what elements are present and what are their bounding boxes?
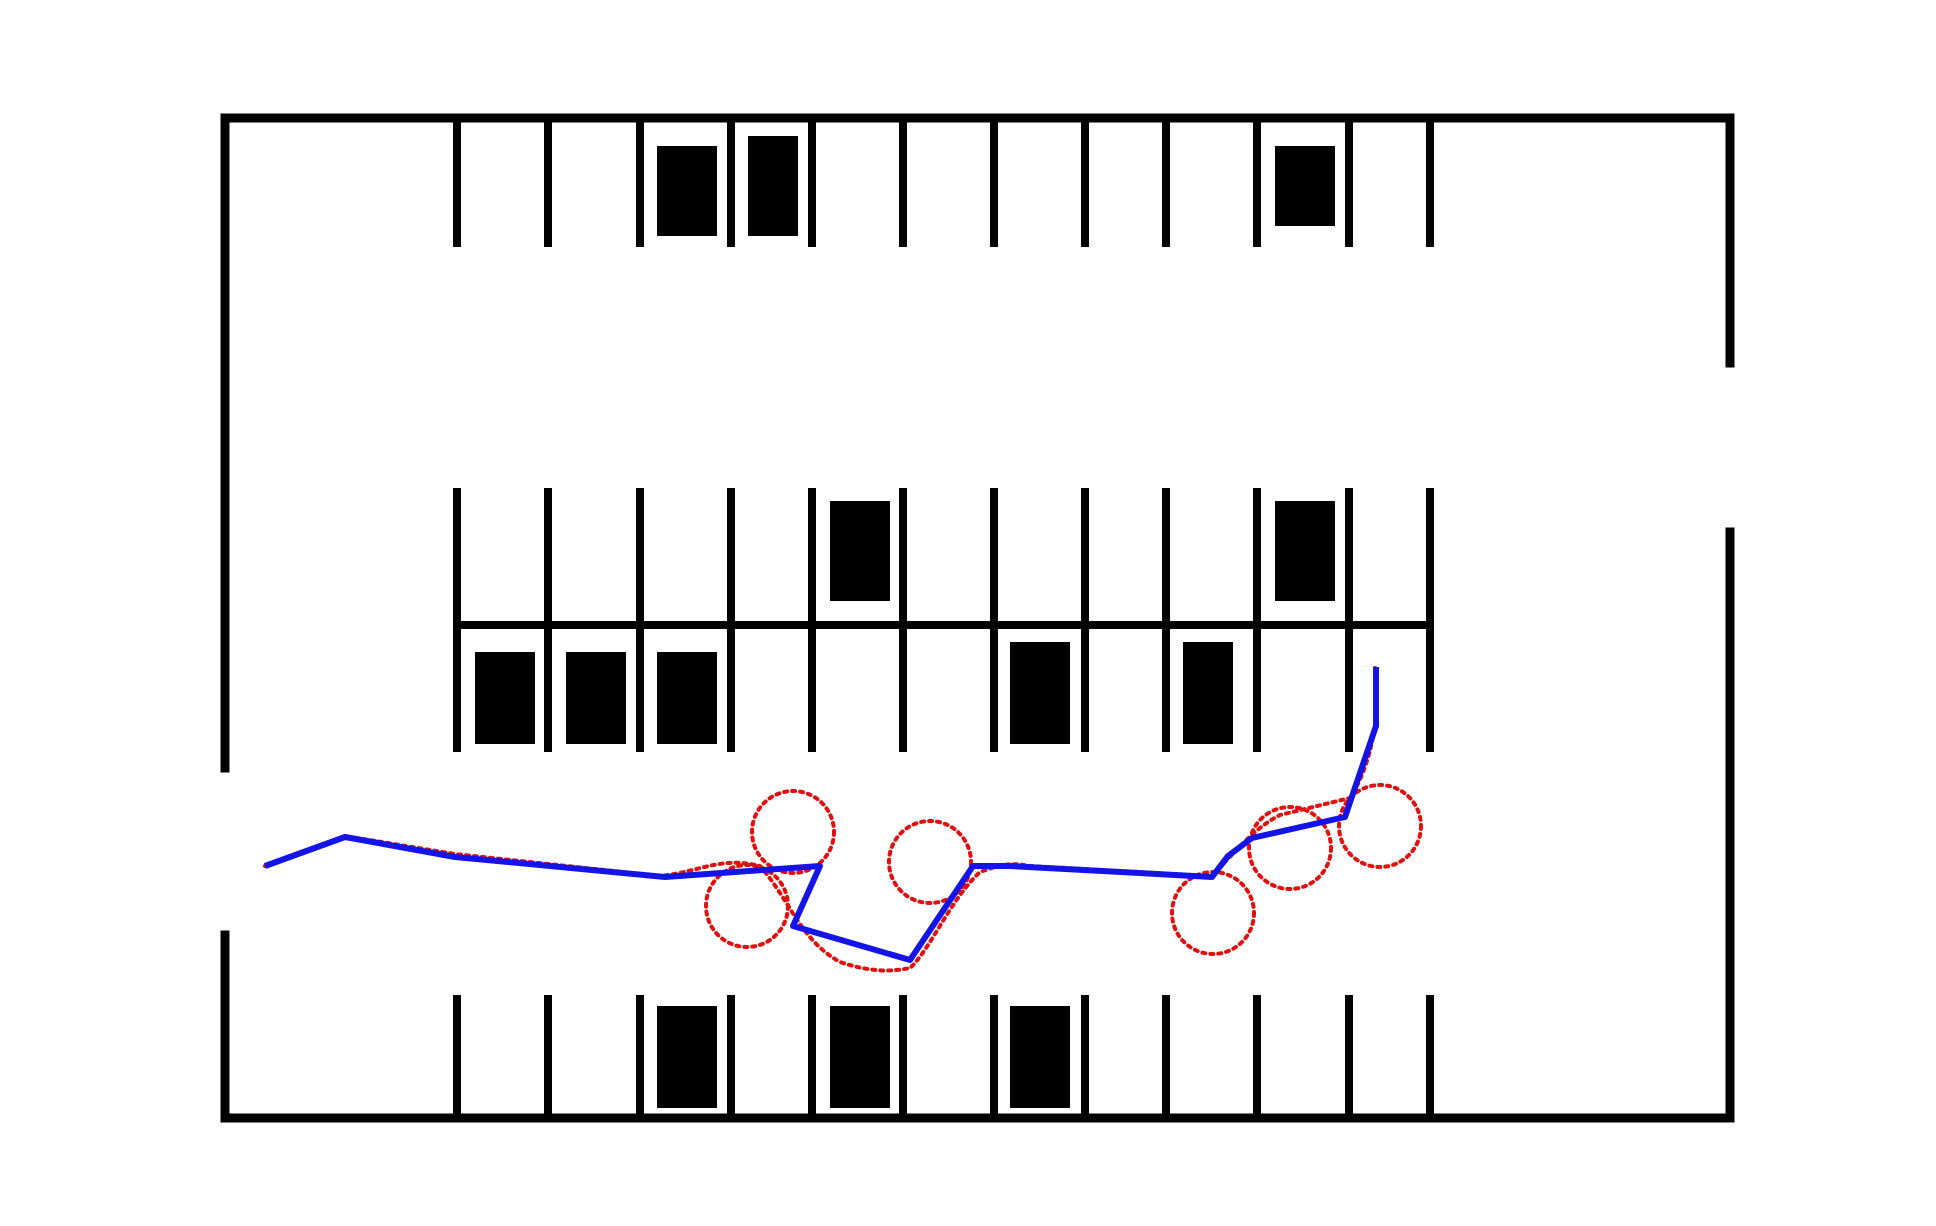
turning-loop <box>1337 783 1423 869</box>
parked-car <box>830 1006 890 1108</box>
parked-car <box>1275 146 1335 226</box>
parked-car <box>748 136 798 236</box>
parked-car <box>657 1006 717 1108</box>
trajectory-path <box>263 666 1377 973</box>
parked-car <box>475 652 535 744</box>
turning-loop <box>1247 805 1333 891</box>
parked-car <box>1183 642 1233 744</box>
parked-car <box>1275 501 1335 601</box>
parked-car <box>657 652 717 744</box>
parked-car <box>1010 1006 1070 1108</box>
turning-loop <box>887 819 973 905</box>
outer-wall <box>220 113 1735 1123</box>
parked-car <box>657 146 717 236</box>
parked-car <box>1010 642 1070 744</box>
parking-space-dividers <box>453 122 1434 1114</box>
turning-loop <box>704 863 790 949</box>
parked-cars <box>475 136 1335 1108</box>
wall-top-left-right-upper <box>220 113 1735 773</box>
planned-path <box>263 667 1379 963</box>
turning-loop <box>750 789 836 875</box>
parked-car <box>566 652 626 744</box>
wall-bottom-left-right-lower <box>220 527 1735 1123</box>
parked-car <box>830 501 890 601</box>
